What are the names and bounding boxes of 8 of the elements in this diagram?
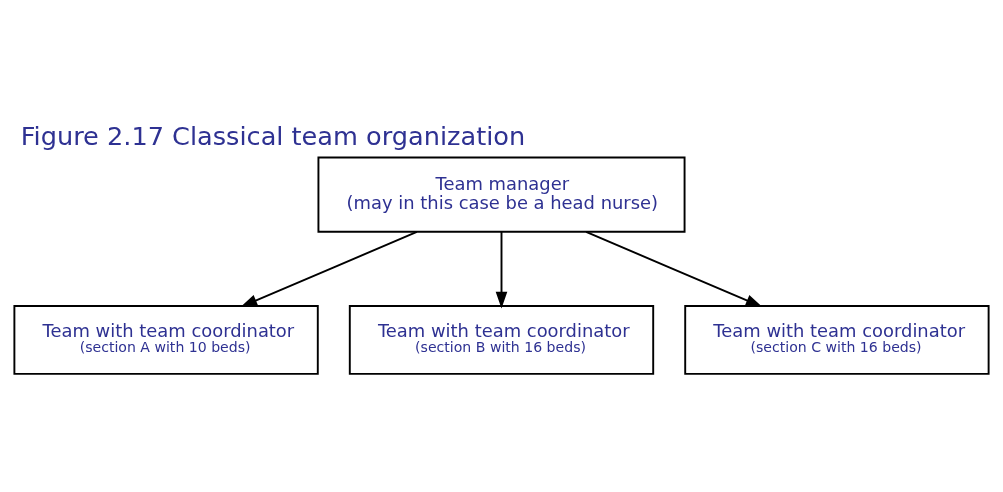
diagram-title: Figure 2.17 Classical team organization bbox=[20, 120, 526, 151]
node-box: Team with team coordinator (section B with 16 beds) bbox=[348, 304, 655, 375]
node-box: Team with team coordinator (section A with 10 beds) bbox=[13, 304, 319, 375]
node-box: Team manager (may in this case be a head nurse) bbox=[317, 156, 686, 233]
arrow bbox=[240, 230, 418, 307]
arrow bbox=[585, 230, 763, 307]
arrow bbox=[495, 230, 508, 308]
node-box: Team with team coordinator (section C with 16 beds) bbox=[684, 304, 990, 375]
